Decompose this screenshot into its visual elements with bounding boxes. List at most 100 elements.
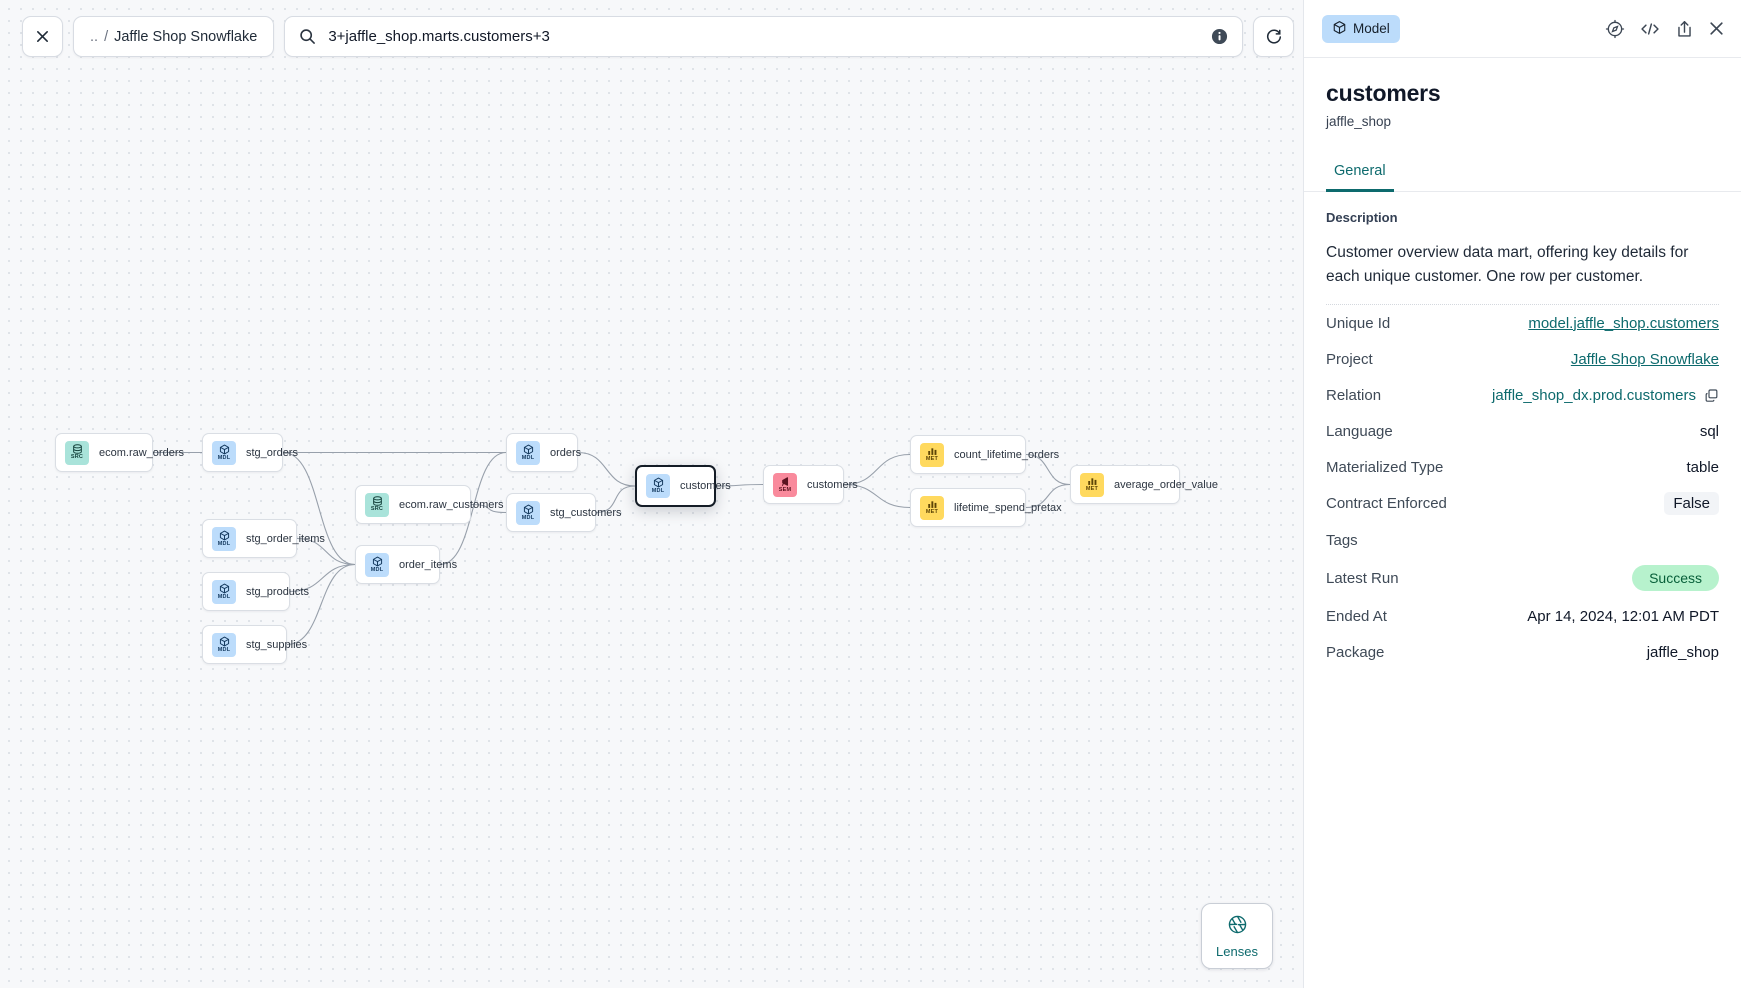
mdl-badge-icon: MDL [516,440,540,465]
breadcrumb[interactable]: .. / Jaffle Shop Snowflake [73,16,275,57]
refresh-button[interactable] [1253,16,1295,57]
description-text: Customer overview data mart, offering ke… [1326,244,1689,285]
search-icon [299,28,316,45]
property-row: Latest Run Success [1326,558,1719,598]
details-panel: Model [1303,0,1741,988]
breadcrumb-separator: / [104,28,109,45]
property-row: Project Jaffle Shop Snowflake [1326,341,1719,377]
compass-icon[interactable] [1605,19,1625,39]
graph-node-label: stg_customers [550,506,622,519]
graph-node-label: stg_supplies [246,638,308,651]
mdl-badge-icon: MDL [646,474,670,498]
sem-badge-icon: SEM [773,472,797,497]
aperture-icon [1227,914,1248,940]
info-icon[interactable] [1211,28,1228,45]
graph-node-stg_customers[interactable]: MDL stg_customers [506,493,622,532]
panel-actions [1605,19,1725,39]
relation-text: jaffle_shop_dx.prod.customers [1491,386,1696,404]
panel-body: Description Customer overview data mart,… [1304,192,1741,988]
graph-node-label: customers [680,480,731,492]
close-icon [37,31,48,42]
graph-node-stg_order_items[interactable]: MDL stg_order_items [202,519,325,558]
property-row: Unique Id model.jaffle_shop.customers [1326,305,1719,341]
property-key: Language [1326,422,1393,440]
property-value: table [1686,458,1719,476]
graph-node-label: ecom.raw_orders [99,446,184,459]
close-panel-icon[interactable] [1708,20,1725,37]
property-value[interactable]: Jaffle Shop Snowflake [1570,350,1719,368]
graph-node-label: order_items [399,558,458,571]
graph-node-customers_model[interactable]: MDL customers [635,465,731,507]
page-subtitle: jaffle_shop [1326,114,1392,129]
graph-edge [577,451,636,487]
property-key: Project [1326,350,1373,368]
graph-node-label: lifetime_spend_pretax [954,501,1062,514]
property-row: Materialized Type table [1326,449,1719,485]
panel-title-block: customers jaffle_shop [1304,58,1741,129]
graph-node-label: stg_order_items [246,532,325,545]
mdl-badge-icon: MDL [516,500,540,525]
graph-node-orders[interactable]: MDL orders [506,433,582,472]
graph-node-average_order_value[interactable]: MET average_order_value [1070,465,1218,504]
description-label: Description [1326,210,1398,225]
close-button[interactable] [22,16,63,57]
graph-node-label: stg_products [246,585,309,598]
property-key: Package [1326,643,1385,661]
lenses-button[interactable]: Lenses [1201,903,1273,969]
graph-node-label: stg_orders [246,446,298,459]
property-value[interactable]: model.jaffle_shop.customers [1528,314,1719,332]
property-key: Latest Run [1326,569,1399,587]
lineage-canvas[interactable]: .. / Jaffle Shop Snowflake [0,0,1303,988]
tab-general[interactable]: General [1326,157,1394,192]
canvas-toolbar: .. / Jaffle Shop Snowflake [22,16,1295,57]
mdl-badge-icon: MDL [212,526,236,551]
met-badge-icon: MET [1080,472,1104,497]
mdl-badge-icon: MDL [212,579,236,604]
search-input[interactable] [316,28,1212,45]
graph-node-label: customers [807,478,858,491]
lenses-label: Lenses [1216,943,1258,959]
graph-node-lifetime_spend_pretax[interactable]: MET lifetime_spend_pretax [910,488,1062,527]
resource-type-chip[interactable]: Model [1322,14,1400,43]
graph-node-stg_products[interactable]: MDL stg_products [202,572,309,611]
graph-node-customers_semantic[interactable]: SEM customers [763,465,858,504]
mdl-badge-icon: MDL [212,632,236,657]
property-key: Unique Id [1326,314,1391,332]
graph-node-label: orders [550,446,582,459]
search-field[interactable] [284,16,1244,57]
graph-node-label: count_lifetime_orders [954,448,1060,461]
graph-node-stg_supplies[interactable]: MDL stg_supplies [202,625,307,664]
graph-edge [286,563,356,646]
met-badge-icon: MET [920,495,944,520]
property-value[interactable]: jaffle_shop_dx.prod.customers [1492,387,1719,404]
property-key: Tags [1326,531,1358,549]
code-icon[interactable] [1639,19,1661,39]
resource-type-label: Model [1353,21,1390,36]
property-key: Ended At [1326,607,1387,625]
property-row: Tags [1326,522,1719,558]
refresh-icon [1266,29,1281,44]
graph-node-label: average_order_value [1114,478,1218,491]
src-badge-icon: SRC [365,492,389,517]
divider [1326,304,1719,306]
property-value: False [1664,492,1719,516]
page-title: customers [1326,80,1441,106]
cube-icon [1332,20,1347,38]
share-icon[interactable] [1675,19,1694,39]
property-key: Materialized Type [1326,458,1444,476]
panel-tabs: General [1304,157,1741,192]
property-value: Success [1632,565,1719,592]
copy-icon[interactable] [1704,388,1719,403]
value-chip: False [1664,492,1719,516]
